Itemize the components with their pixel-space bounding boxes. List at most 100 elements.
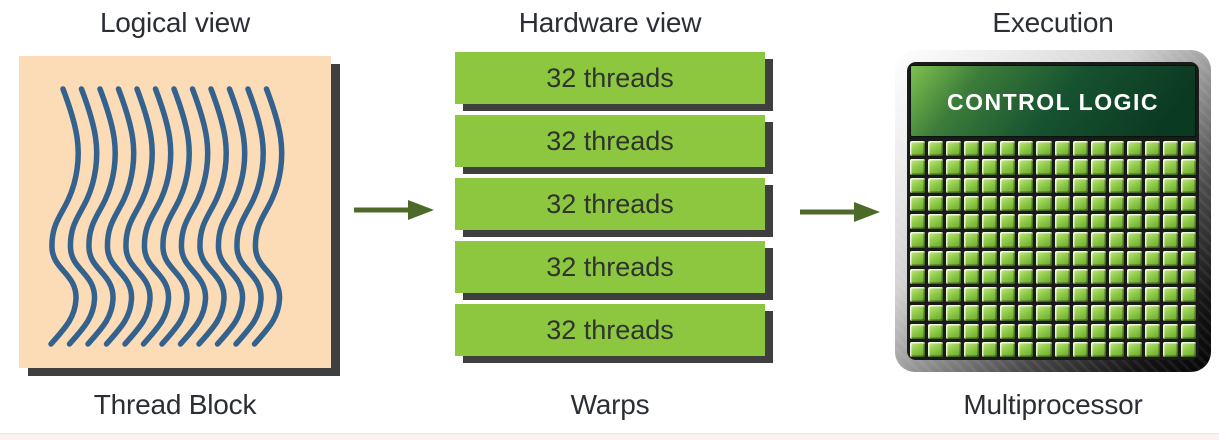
multiprocessor-caption: Multiprocessor: [963, 389, 1143, 420]
thread-line: [122, 86, 155, 347]
core-cell: [1036, 268, 1052, 284]
core-cell: [946, 195, 962, 211]
core-cell: [982, 159, 998, 175]
core-cell: [946, 159, 962, 175]
core-cell: [1090, 305, 1106, 321]
core-cell: [1054, 214, 1070, 230]
core-cell: [1090, 287, 1106, 303]
core-cell: [1018, 141, 1034, 157]
core-cell: [982, 287, 998, 303]
core-cell: [1036, 323, 1052, 339]
core-cell: [1072, 141, 1088, 157]
core-cell: [1018, 323, 1034, 339]
core-cell: [1144, 232, 1160, 248]
core-cell: [1072, 305, 1088, 321]
core-cell: [1018, 250, 1034, 266]
core-cell: [1018, 195, 1034, 211]
core-cell: [1180, 195, 1196, 211]
core-cell: [1054, 341, 1070, 357]
core-cell: [1162, 268, 1178, 284]
core-cell: [964, 141, 980, 157]
core-cell: [1090, 232, 1106, 248]
core-cell: [1000, 305, 1016, 321]
core-cell: [910, 341, 926, 357]
core-cell: [964, 305, 980, 321]
core-cell: [1000, 287, 1016, 303]
core-cell: [1054, 232, 1070, 248]
core-cell: [1090, 323, 1106, 339]
core-cell: [964, 195, 980, 211]
core-cell: [1180, 232, 1196, 248]
right-arrow-icon: [800, 202, 880, 222]
thread-block-graphic: [19, 56, 331, 368]
core-cell: [1180, 287, 1196, 303]
core-cell: [1126, 305, 1142, 321]
core-cell: [982, 177, 998, 193]
core-cell: [1018, 232, 1034, 248]
core-cell: [928, 287, 944, 303]
core-cell: [910, 177, 926, 193]
core-cell: [1108, 232, 1124, 248]
control-logic-panel: CONTROL LOGIC: [910, 65, 1196, 137]
core-grid: [910, 141, 1196, 357]
core-cell: [946, 287, 962, 303]
core-cell: [1036, 250, 1052, 266]
core-cell: [1090, 159, 1106, 175]
core-cell: [1072, 177, 1088, 193]
core-cell: [1054, 268, 1070, 284]
core-cell: [982, 268, 998, 284]
core-cell: [928, 341, 944, 357]
core-cell: [910, 232, 926, 248]
core-cell: [1036, 305, 1052, 321]
thread-line: [159, 86, 192, 347]
core-cell: [1180, 214, 1196, 230]
core-cell: [946, 305, 962, 321]
core-cell: [1036, 287, 1052, 303]
core-cell: [1126, 268, 1142, 284]
core-cell: [1108, 268, 1124, 284]
core-cell: [928, 159, 944, 175]
thread-line: [214, 86, 248, 347]
core-cell: [1180, 159, 1196, 175]
core-cell: [1162, 232, 1178, 248]
core-cell: [1036, 195, 1052, 211]
core-cell: [1180, 141, 1196, 157]
core-cell: [1036, 232, 1052, 248]
core-cell: [1000, 141, 1016, 157]
core-cell: [982, 323, 998, 339]
core-cell: [1108, 159, 1124, 175]
core-cell: [1036, 141, 1052, 157]
core-cell: [1162, 305, 1178, 321]
core-cell: [964, 177, 980, 193]
core-cell: [1090, 214, 1106, 230]
thread-line: [177, 86, 211, 347]
core-cell: [964, 323, 980, 339]
core-cell: [946, 141, 962, 157]
core-cell: [982, 305, 998, 321]
core-cell: [1018, 177, 1034, 193]
core-cell: [1162, 323, 1178, 339]
core-cell: [1162, 141, 1178, 157]
core-cell: [1108, 323, 1124, 339]
multiprocessor-chip: CONTROL LOGIC: [895, 50, 1211, 372]
core-cell: [1144, 177, 1160, 193]
core-cell: [1090, 177, 1106, 193]
core-cell: [982, 195, 998, 211]
thread-line: [251, 86, 285, 347]
core-cell: [1054, 287, 1070, 303]
core-cell: [1090, 250, 1106, 266]
warp-bar: 32 threads: [455, 241, 765, 293]
core-cell: [1180, 268, 1196, 284]
core-cell: [1000, 323, 1016, 339]
core-cell: [946, 177, 962, 193]
core-cell: [1072, 323, 1088, 339]
warp-bar: 32 threads: [455, 52, 765, 104]
thread-line: [140, 86, 174, 347]
warp-bar: 32 threads: [455, 178, 765, 230]
core-cell: [1090, 195, 1106, 211]
core-cell: [964, 287, 980, 303]
core-cell: [964, 232, 980, 248]
core-cell: [1162, 341, 1178, 357]
core-cell: [1126, 195, 1142, 211]
core-cell: [1144, 159, 1160, 175]
